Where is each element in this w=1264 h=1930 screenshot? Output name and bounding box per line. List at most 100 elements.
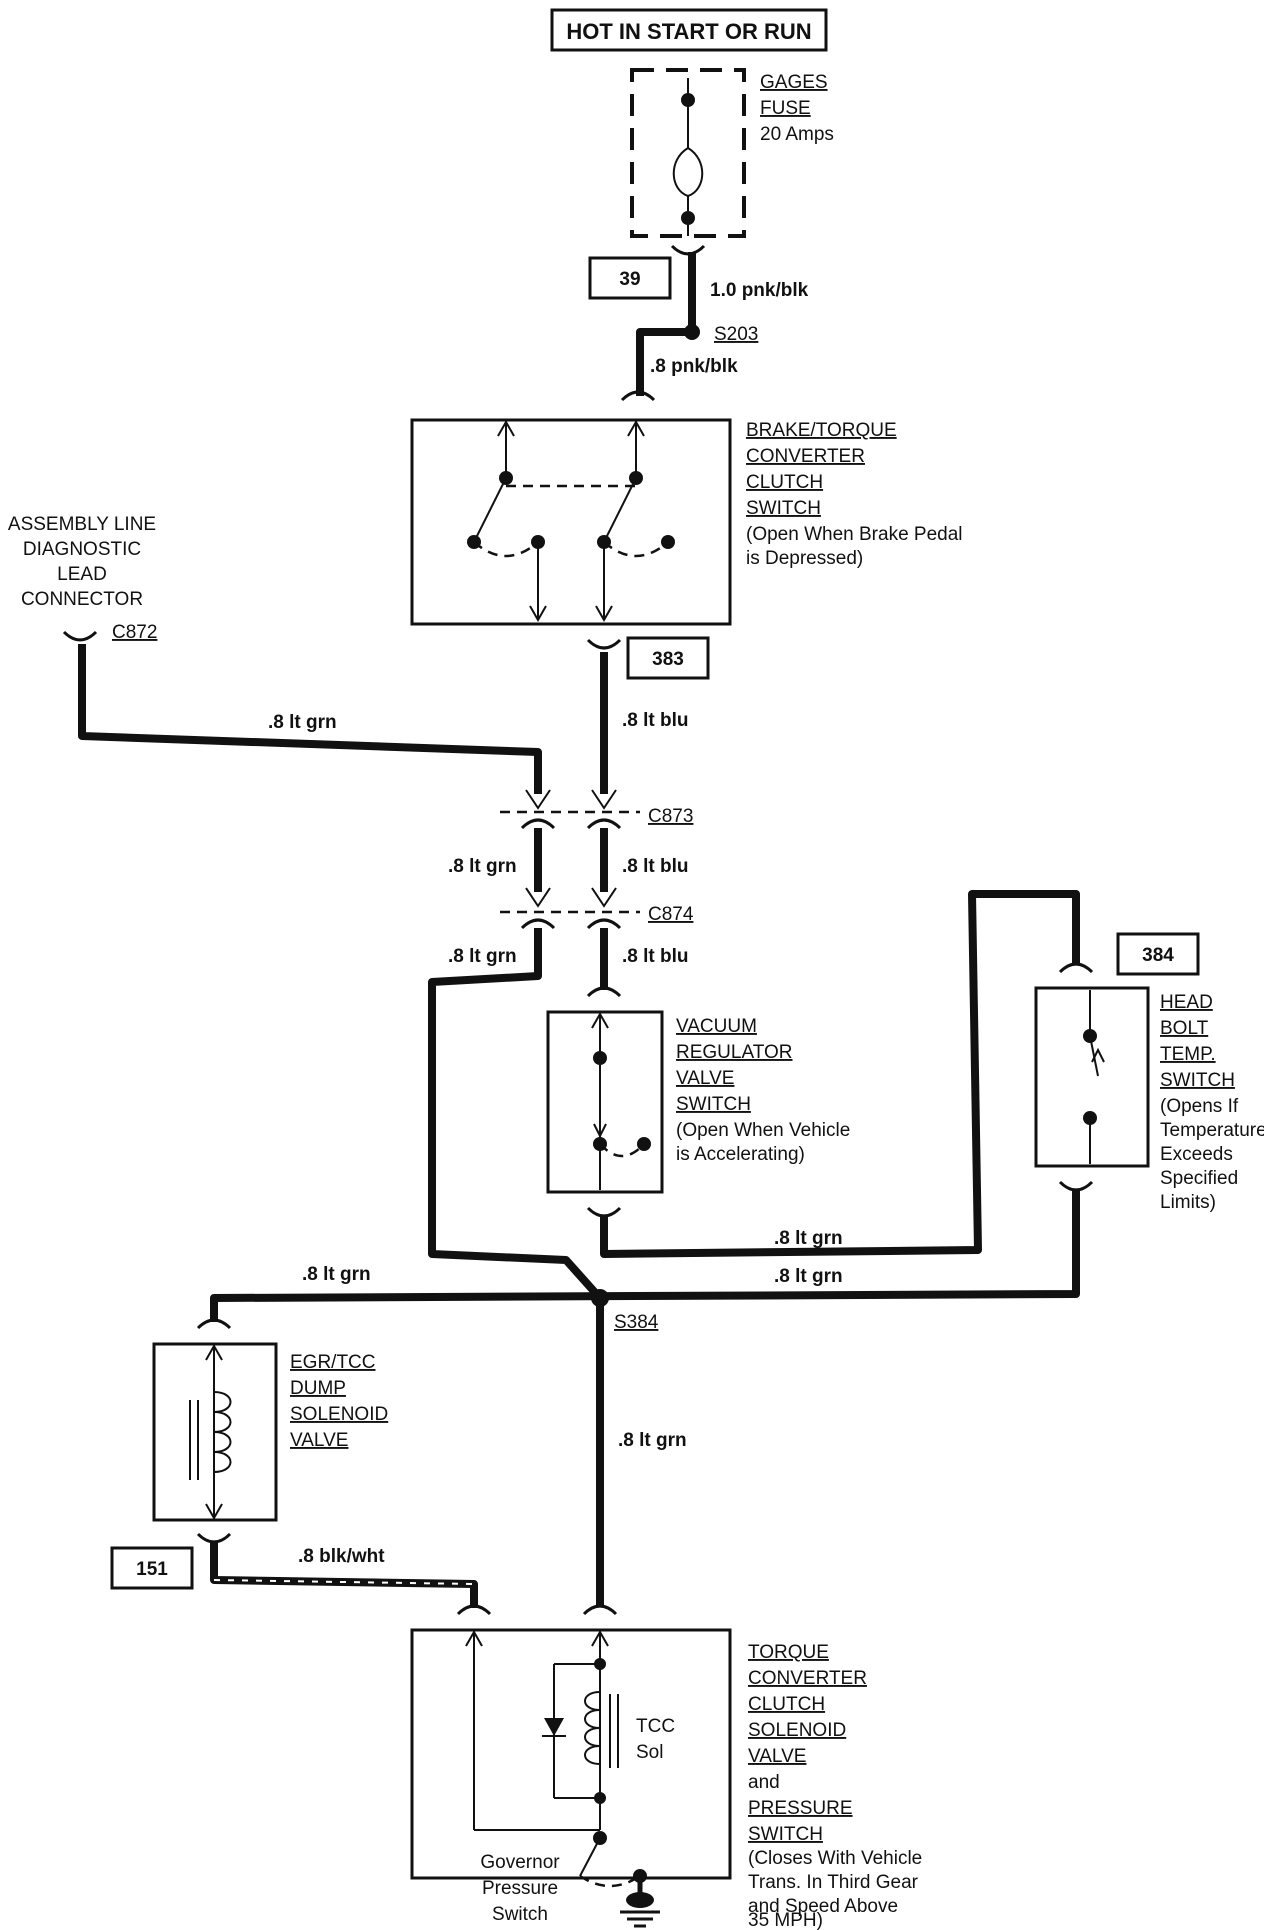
wire-label-lt-grn-vac: .8 lt grn: [774, 1228, 843, 1249]
fuse-label-2: FUSE: [760, 98, 811, 119]
wire-label-lt-grn-aldl: .8 lt grn: [268, 712, 337, 733]
splice-s384-label: S384: [614, 1312, 659, 1333]
egr-out-connector: [196, 1532, 232, 1544]
tcc-label-1: TORQUE: [748, 1642, 829, 1663]
tcc-solenoid-and-pressure-switch: [410, 1628, 732, 1888]
connector-c874-label: C874: [648, 904, 694, 925]
aldl-label: ASSEMBLY LINE DIAGNOSTIC LEAD CONNECTOR: [8, 514, 156, 610]
wire-lt-grn-aldl: [78, 644, 542, 794]
aldl-label-4: CONNECTOR: [21, 589, 143, 610]
wire-label-lt-blu-2: .8 lt blu: [622, 856, 689, 877]
brake-switch-label: BRAKE/TORQUE CONVERTER CLUTCH SWITCH (Op…: [746, 420, 963, 569]
tcc-label-9: (Closes With Vehicle: [748, 1848, 922, 1869]
governor-label-3: Switch: [492, 1904, 548, 1925]
head-bolt-label-3: TEMP.: [1160, 1044, 1216, 1065]
connector-c873: [500, 789, 640, 830]
brake-switch-label-2: CONVERTER: [746, 446, 865, 467]
egr-label-4: VALVE: [290, 1430, 348, 1451]
brake-torque-converter-clutch-switch: [410, 418, 732, 626]
tcc-label-8: SWITCH: [748, 1824, 823, 1845]
wire-lt-grn-vac: [600, 890, 1080, 1258]
governor-in-connector: [456, 1604, 492, 1616]
egr-in-connector: [196, 1318, 232, 1330]
splice-s203-label: S203: [714, 324, 758, 345]
wire-lt-grn-bus: [210, 1190, 1080, 1322]
egr-solenoid-label: EGR/TCC DUMP SOLENOID VALVE: [290, 1352, 388, 1451]
vacuum-switch-label-3: VALVE: [676, 1068, 734, 1089]
connector-c873-label: C873: [648, 806, 693, 827]
vacuum-switch-label-2: REGULATOR: [676, 1042, 793, 1063]
head-bolt-label-4: SWITCH: [1160, 1070, 1235, 1091]
aldl-connector: [62, 630, 98, 642]
wire-label-lt-grn-head: .8 lt grn: [774, 1266, 843, 1287]
brake-switch-label-6: is Depressed): [746, 548, 863, 569]
aldl-label-3: LEAD: [57, 564, 107, 585]
circuit-383-label: 383: [652, 649, 684, 670]
head-bolt-in-connector: [1058, 962, 1094, 974]
aldl-label-2: DIAGNOSTIC: [23, 539, 141, 560]
brake-switch-label-4: SWITCH: [746, 498, 821, 519]
wire-label-0-8-pnk-blk: .8 pnk/blk: [650, 356, 738, 377]
circuit-384-label: 384: [1142, 945, 1174, 966]
head-bolt-label-7: Exceeds: [1160, 1144, 1233, 1165]
wire-label-1-0-pnk-blk: 1.0 pnk/blk: [710, 280, 809, 301]
vacuum-switch-label: VACUUM REGULATOR VALVE SWITCH (Open When…: [676, 1016, 850, 1165]
head-bolt-temp-switch: [1034, 986, 1150, 1168]
wire-label-lt-grn-egr: .8 lt grn: [302, 1264, 371, 1285]
tcc-label-4: SOLENOID: [748, 1720, 846, 1741]
head-bolt-label-8: Specified: [1160, 1168, 1238, 1189]
vacuum-switch-label-1: VACUUM: [676, 1016, 757, 1037]
tcc-label-6: and: [748, 1772, 780, 1793]
brake-switch-out-connector: [586, 638, 622, 650]
circuit-151-box: 151: [110, 1546, 194, 1590]
tcc-label-3: CLUTCH: [748, 1694, 825, 1715]
tcc-label-2: CONVERTER: [748, 1668, 867, 1689]
vacuum-switch-out-connector: [586, 1206, 622, 1218]
vacuum-switch-label-6: is Accelerating): [676, 1144, 805, 1165]
wire-lt-grn-3: [428, 928, 606, 1304]
governor-label-2: Pressure: [482, 1878, 558, 1899]
tcc-label-10: Trans. In Third Gear: [748, 1872, 919, 1893]
tcc-label-11: and Speed Above: [748, 1896, 898, 1917]
gages-fuse: [630, 68, 746, 238]
wire-label-lt-grn-2: .8 lt grn: [448, 856, 517, 877]
fuse-label-1: GAGES: [760, 72, 828, 93]
governor-label: Governor Pressure Switch: [480, 1852, 560, 1925]
head-bolt-out-connector: [1058, 1180, 1094, 1192]
vacuum-switch-in-connector: [586, 986, 622, 998]
wire-label-lt-grn-down: .8 lt grn: [618, 1430, 687, 1451]
head-bolt-label-5: (Opens If: [1160, 1096, 1239, 1117]
connector-c874: [500, 887, 640, 930]
egr-tcc-dump-solenoid-valve: [152, 1342, 278, 1522]
brake-switch-label-1: BRAKE/TORQUE: [746, 420, 897, 441]
ground-icon: [620, 1878, 660, 1928]
tcc-in-connector: [582, 1604, 618, 1616]
head-bolt-label-1: HEAD: [1160, 992, 1213, 1013]
circuit-39-label: 39: [619, 269, 640, 290]
circuit-383-box: 383: [626, 636, 710, 680]
tcc-sol-label-1: TCC: [636, 1716, 675, 1737]
brake-switch-in-connector: [620, 390, 656, 402]
tcc-label-5: VALVE: [748, 1746, 806, 1767]
vacuum-switch-label-5: (Open When Vehicle: [676, 1120, 850, 1141]
head-bolt-switch-label: HEAD BOLT TEMP. SWITCH (Opens If Tempera…: [1160, 992, 1264, 1213]
wire-label-blk-wht: .8 blk/wht: [298, 1546, 385, 1567]
connector-c872-label: C872: [112, 622, 157, 643]
egr-label-2: DUMP: [290, 1378, 346, 1399]
egr-label-1: EGR/TCC: [290, 1352, 376, 1373]
wire-label-lt-grn-3: .8 lt grn: [448, 946, 517, 967]
egr-label-3: SOLENOID: [290, 1404, 388, 1425]
tcc-label-7: PRESSURE: [748, 1798, 853, 1819]
governor-label-1: Governor: [480, 1852, 560, 1873]
wire-label-lt-blu-1: .8 lt blu: [622, 710, 689, 731]
tcc-label-12: 35 MPH): [748, 1910, 823, 1930]
aldl-label-1: ASSEMBLY LINE: [8, 514, 156, 535]
hot-in-start-or-run-header: HOT IN START OR RUN: [550, 8, 828, 52]
tcc-sol-label-2: Sol: [636, 1742, 663, 1763]
vacuum-switch-label-4: SWITCH: [676, 1094, 751, 1115]
tcc-sol-label: TCC Sol: [636, 1716, 675, 1763]
head-bolt-label-2: BOLT: [1160, 1018, 1209, 1039]
head-bolt-label-9: Limits): [1160, 1192, 1216, 1213]
fuse-label-3: 20 Amps: [760, 124, 834, 145]
